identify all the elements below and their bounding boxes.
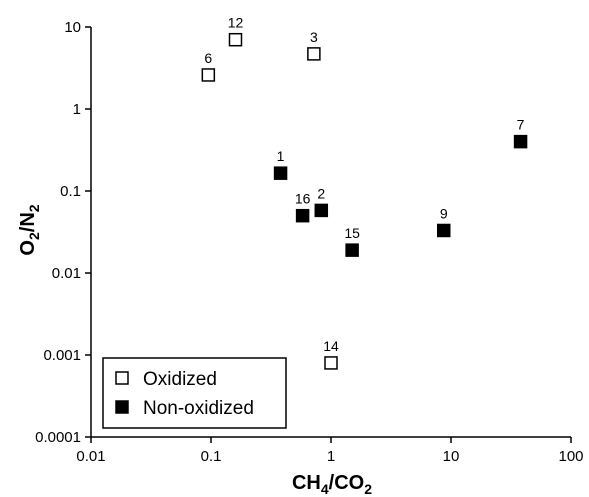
x-tick-label: 1: [327, 448, 335, 465]
point-label: 7: [517, 117, 525, 133]
oxidized-point: [324, 356, 338, 370]
y-tick-label: 10: [64, 19, 81, 36]
y-tick-label: 0.01: [52, 265, 81, 282]
axes: [85, 26, 572, 443]
legend-marker-non-oxidized: [115, 400, 129, 414]
x-tick-label: 100: [558, 448, 583, 465]
non-oxidized-point: [436, 223, 451, 238]
point-label: 16: [295, 191, 311, 207]
point-label: 15: [344, 225, 360, 241]
point-label: 6: [204, 50, 212, 66]
point-label: 9: [440, 205, 448, 221]
x-tick-label: 0.1: [201, 448, 222, 465]
non-oxidized-point: [273, 166, 288, 180]
point-label: 3: [310, 29, 318, 45]
oxidized-point: [307, 47, 321, 61]
x-axis-title: CH4/CO2: [292, 472, 372, 497]
point-label: 1: [277, 148, 285, 164]
legend-marker-oxidized: [115, 371, 129, 385]
point-label: 12: [228, 15, 244, 31]
x-tick-label: 0.01: [76, 448, 105, 465]
y-axis-title: O2/N2: [17, 204, 42, 255]
y-tick-label: 0.0001: [35, 429, 81, 446]
y-tick-label: 1: [73, 101, 81, 118]
non-oxidized-point: [513, 134, 528, 149]
legend-label-oxidized: Oxidized: [143, 369, 217, 390]
legend: Oxidized Non-oxidized: [102, 357, 287, 429]
oxidized-point: [228, 32, 243, 47]
non-oxidized-point: [314, 203, 329, 218]
point-label: 2: [317, 185, 325, 201]
x-tick-label: 10: [443, 448, 460, 465]
non-oxidized-point: [345, 243, 359, 257]
non-oxidized-point: [295, 208, 310, 223]
y-tick-label: 0.1: [60, 183, 81, 200]
point-label: 14: [323, 338, 339, 354]
y-tick-label: 0.001: [43, 347, 81, 364]
legend-box: [102, 357, 287, 429]
tick-labels: 0.01 0.1 1 10 100 0.0001 0.001 0.01 0.1 1 10: [35, 19, 583, 465]
oxidized-point: [201, 68, 216, 82]
legend-label-non-oxidized: Non-oxidized: [143, 398, 254, 419]
